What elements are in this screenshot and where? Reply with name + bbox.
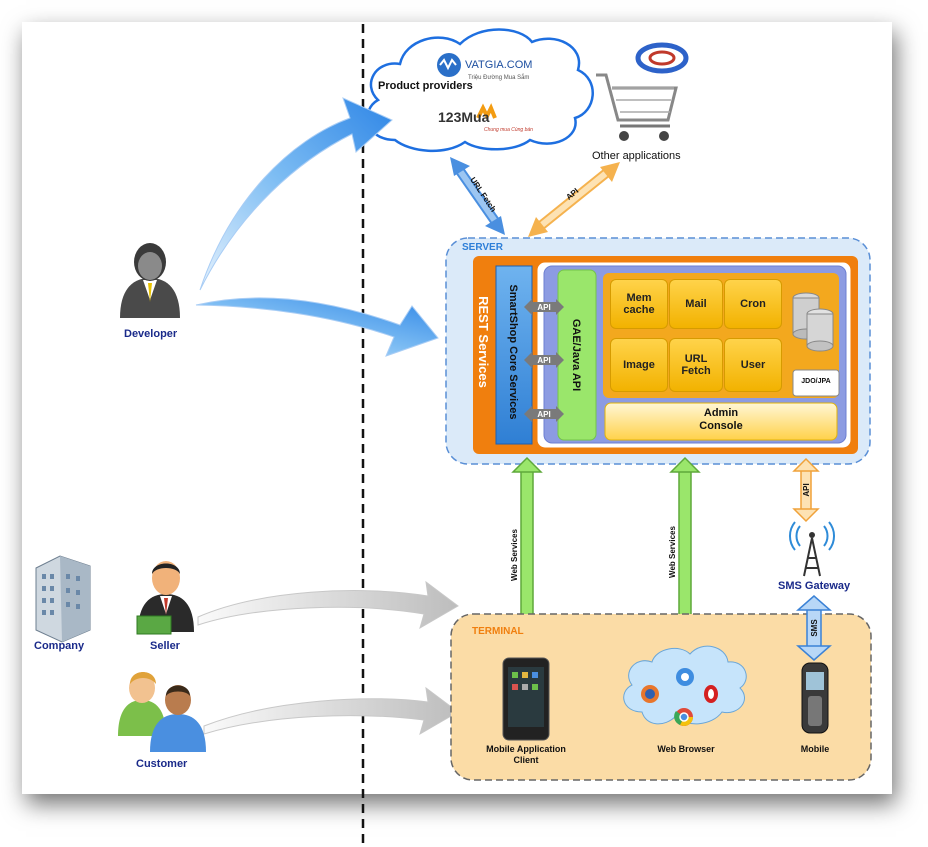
developer-icon [120, 243, 180, 318]
admin-console-block [604, 402, 838, 441]
api-connector-2 [524, 352, 564, 368]
mobile-app-client-label: Mobile Application Client [486, 744, 566, 765]
sms-gateway-label: SMS Gateway [778, 580, 851, 592]
chrome-icon [674, 708, 693, 726]
smartphone-icon [502, 657, 550, 741]
customer-label: Customer [136, 758, 188, 770]
mobile-label: Mobile [800, 744, 830, 754]
tile-image: Image [610, 338, 668, 392]
customer-to-terminal-arrow [203, 686, 459, 736]
web-services-label-1: Web Services [510, 529, 519, 581]
api-sms-arrow [792, 457, 820, 523]
tile-user: User [724, 338, 782, 392]
api-sms-label: API [802, 483, 811, 496]
web-browser-label: Web Browser [657, 744, 715, 754]
company-icon [35, 555, 91, 643]
logo1-name: VATGIA.COM [465, 59, 532, 71]
jdo-jpa-box [792, 369, 840, 397]
developer-to-server-arrow [195, 297, 439, 357]
tile-mail: Mail [669, 279, 723, 329]
123mua-logo [432, 99, 537, 135]
shopping-cart-icon [596, 42, 689, 141]
tile-url-fetch: URL Fetch [669, 338, 723, 392]
customer-icon [118, 672, 206, 752]
logo2-name: 123Mua [438, 109, 490, 125]
logo1-tagline: Triệu Đường Mua Sắm [468, 74, 529, 81]
api-connector-3 [524, 406, 564, 422]
mobile-phone-icon [801, 662, 829, 734]
seller-to-terminal-arrow [197, 580, 459, 630]
product-providers-title: Product providers [378, 80, 473, 92]
logo2-tagline: Chung mua Cùng bán [484, 127, 533, 133]
vatgia-logo [437, 53, 542, 80]
api-label-2: API [537, 356, 550, 365]
tile-memcache: Mem cache [610, 279, 668, 329]
terminal-title: TERMINAL [472, 626, 524, 637]
jdo-jpa-label: JDO/JPA [801, 378, 831, 385]
other-applications-label: Other applications [592, 150, 681, 162]
seller-icon [136, 561, 194, 635]
developer-label: Developer [124, 328, 178, 340]
opera-icon [704, 685, 718, 703]
seller-label: Seller [150, 640, 180, 652]
firefox-icon [641, 685, 659, 703]
api-label-3: API [537, 410, 550, 419]
database-icon [792, 292, 834, 352]
api-other-arrow [528, 162, 620, 237]
api-connector-1 [524, 299, 564, 315]
core-services-label: SmartShop Core Services [507, 284, 519, 419]
tile-cron: Cron [724, 279, 782, 329]
company-label: Company [34, 640, 85, 652]
developer-to-providers-arrow [199, 97, 393, 291]
sms-tower-icon [788, 521, 836, 577]
web-services-label-2: Web Services [668, 526, 677, 578]
api-label-1: API [537, 303, 550, 312]
gae-java-api-label: GAE/Java API [570, 319, 582, 391]
ie-icon [676, 668, 694, 686]
sms-arrow [796, 595, 832, 661]
admin-console-label: Admin Console [699, 407, 743, 432]
rest-services-label: REST Services [476, 296, 491, 388]
sms-label: SMS [810, 619, 819, 637]
server-title: SERVER [462, 242, 503, 253]
url-fetch-arrow [450, 157, 505, 235]
